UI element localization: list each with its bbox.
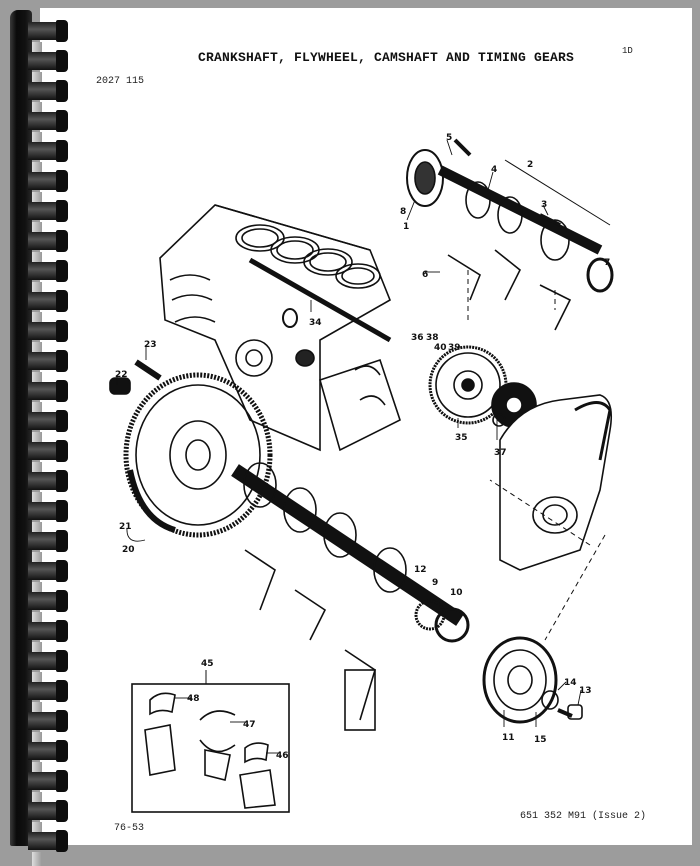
part-callout: 14 xyxy=(564,678,577,688)
binding-ring xyxy=(28,20,70,56)
part-callout: 40 xyxy=(434,343,447,353)
binding-ring xyxy=(28,800,70,836)
binding-spine xyxy=(10,10,32,846)
page-title: CRANKSHAFT, FLYWHEEL, CAMSHAFT AND TIMIN… xyxy=(198,50,575,65)
part-callout: 12 xyxy=(414,565,427,575)
binding-ring xyxy=(28,770,70,806)
footer-part-number: 651 352 M91 (Issue 2) xyxy=(520,811,647,822)
leader-lines xyxy=(116,139,582,754)
part-callout: 34 xyxy=(309,318,322,328)
part-callout: 38 xyxy=(426,333,439,343)
binding-ring xyxy=(28,500,70,536)
part-callout: 15 xyxy=(534,735,547,745)
binding-ring xyxy=(28,80,70,116)
binding-ring xyxy=(28,170,70,206)
part-callout: 4 xyxy=(491,165,498,175)
binding-ring xyxy=(28,350,70,386)
part-callout: 13 xyxy=(579,686,592,696)
part-callout: 46 xyxy=(276,751,289,761)
binding-ring xyxy=(28,260,70,296)
part-callout: 21 xyxy=(119,522,132,532)
part-callout: 1 xyxy=(403,222,410,232)
reference-code: 2027 115 xyxy=(96,76,145,87)
binding-ring xyxy=(28,530,70,566)
binding-ring xyxy=(28,440,70,476)
crankshaft-upper-drawing xyxy=(406,138,614,331)
part-callout: 3 xyxy=(541,200,548,210)
part-callout: 11 xyxy=(502,733,515,743)
part-callout: 23 xyxy=(144,340,157,350)
alignment-dashed-lines xyxy=(467,270,606,641)
crankshaft-lower-drawing xyxy=(231,462,470,731)
binding-ring xyxy=(28,140,70,176)
part-callout: 47 xyxy=(243,720,256,730)
part-callout: 39 xyxy=(448,343,461,353)
binding-ring xyxy=(28,740,70,776)
footer-left-ref: 76-53 xyxy=(114,823,145,834)
part-callout: 10 xyxy=(450,588,463,598)
binding-ring xyxy=(28,230,70,266)
part-callout: 35 xyxy=(455,433,468,443)
binding-ring xyxy=(28,560,70,596)
timing-cover-drawing xyxy=(499,394,613,571)
flywheel-drawing xyxy=(109,359,273,538)
part-callout: 37 xyxy=(494,448,507,458)
binding-ring xyxy=(28,650,70,686)
binding-ring xyxy=(28,710,70,746)
binding-ring xyxy=(28,290,70,326)
part-callout: 22 xyxy=(115,370,128,380)
binding-ring xyxy=(28,470,70,506)
part-callout: 45 xyxy=(201,659,214,669)
binding-ring xyxy=(28,680,70,716)
part-callout: 20 xyxy=(122,545,135,555)
part-callout: 7 xyxy=(604,258,611,268)
camshaft-gear-drawing xyxy=(428,345,537,428)
part-callout: 2 xyxy=(527,160,534,170)
part-callout: 5 xyxy=(446,133,453,143)
part-callout: 6 xyxy=(422,270,429,280)
part-callout: 9 xyxy=(432,578,439,588)
binding-ring xyxy=(28,200,70,236)
binding-ring xyxy=(28,620,70,656)
part-callout: 8 xyxy=(400,207,407,217)
bearing-set-box xyxy=(131,683,290,813)
part-callout: 48 xyxy=(187,694,200,704)
comb-binding xyxy=(8,8,70,866)
binding-ring xyxy=(28,50,70,86)
binding-ring xyxy=(28,590,70,626)
binding-ring xyxy=(28,320,70,356)
crankshaft-pulley-drawing xyxy=(482,636,583,724)
page-number: 1D xyxy=(622,46,633,56)
part-callout: 36 xyxy=(411,333,424,343)
binding-ring xyxy=(28,110,70,146)
bearing-set-drawing xyxy=(144,692,276,809)
binding-ring xyxy=(28,410,70,446)
binding-ring xyxy=(28,380,70,416)
engine-block-drawing xyxy=(159,204,401,452)
